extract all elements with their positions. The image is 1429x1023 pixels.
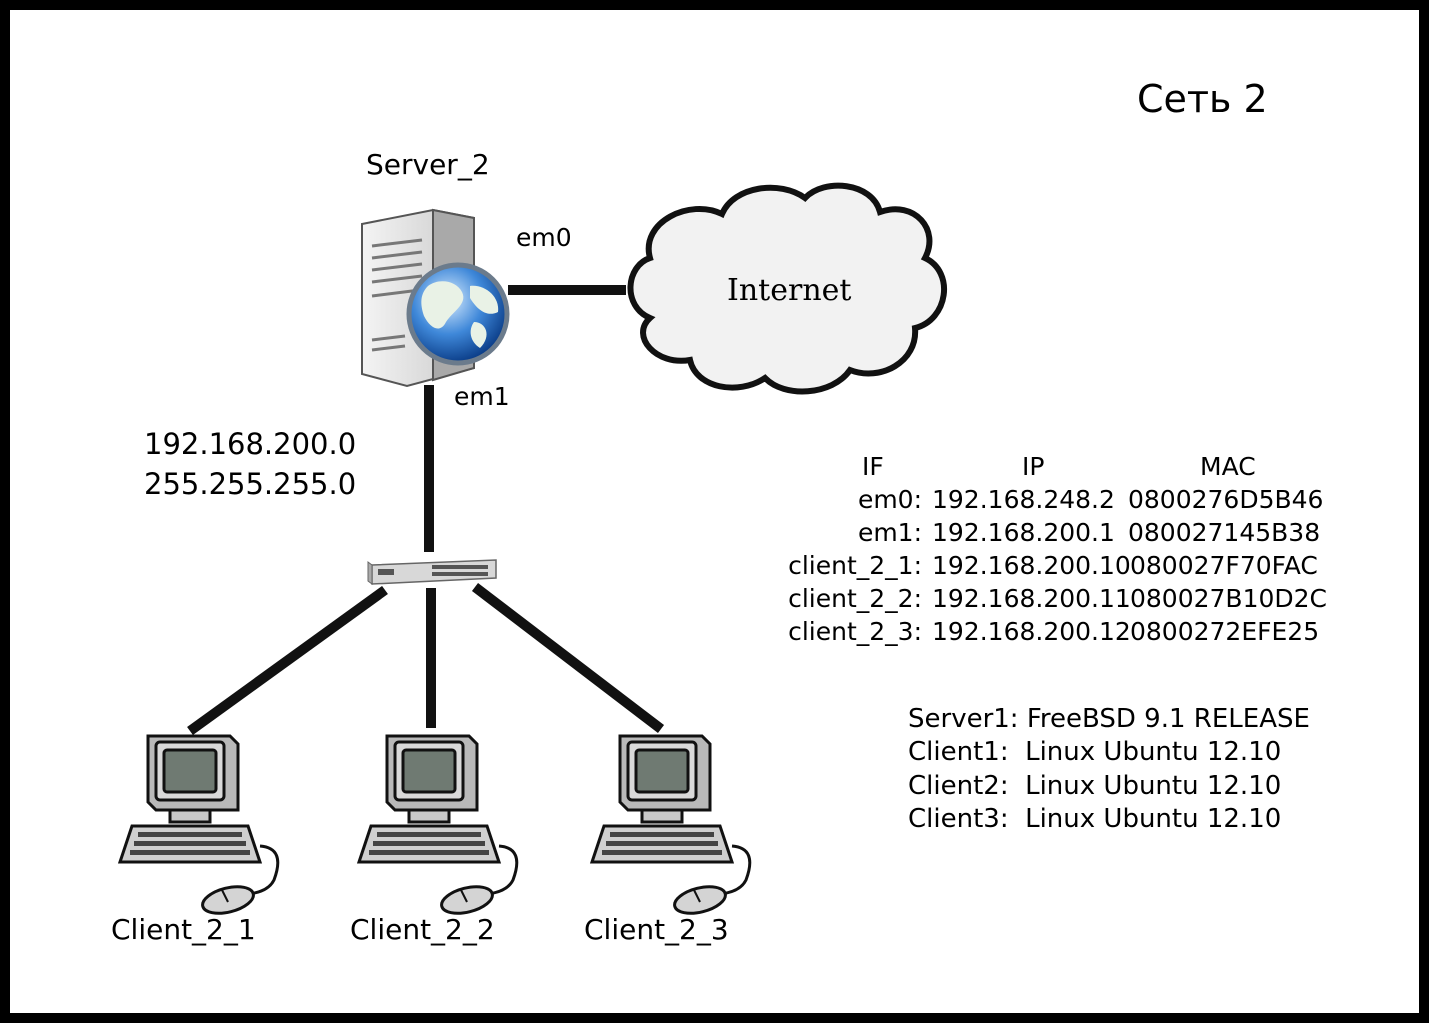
client-computer-icon-1: [118, 734, 280, 920]
address-table: IF IP MAC em0: 192.168.248.2 0800276D5B4…: [10, 450, 1419, 650]
os-list-item: Server1: FreeBSD 9.1 RELEASE: [908, 704, 1310, 734]
table-row-if: client_2_1:: [788, 551, 922, 580]
table-row-ip: 192.168.200.12: [932, 617, 1131, 646]
network-diagram: [118, 182, 948, 920]
client-name-2: Client_2_2: [350, 913, 495, 946]
client-name-3: Client_2_3: [584, 913, 729, 946]
globe-icon: [406, 262, 510, 366]
table-row-if: client_2_2:: [788, 584, 922, 613]
table-header-if: IF: [862, 452, 884, 481]
internet-label: Internet: [727, 273, 852, 308]
network-address: 192.168.200.0: [144, 427, 357, 461]
diagram-title: Сеть 2: [1137, 77, 1268, 121]
table-row-ip: 192.168.248.2: [932, 485, 1115, 514]
os-list-item: Client1: Linux Ubuntu 12.10: [908, 737, 1282, 768]
table-row-ip: 192.168.200.11: [932, 584, 1131, 613]
os-list: Server1: FreeBSD 9.1 RELEASE Client1: Li…: [908, 703, 1310, 836]
table-row-mac: 0800272EFE25: [1130, 617, 1320, 646]
table-header-mac: MAC: [1200, 452, 1256, 481]
network-mask: 255.255.255.0: [144, 467, 357, 501]
link-switch-client-1: [187, 585, 388, 736]
network-links: [187, 285, 665, 736]
table-row-mac: 080027B10D2C: [1130, 584, 1328, 613]
table-row-ip: 192.168.200.1: [932, 518, 1115, 547]
server-name: Server_2: [366, 148, 490, 181]
server-interface-wan: em0: [516, 223, 572, 252]
table-row-mac: 0800276D5B46: [1128, 485, 1324, 514]
client-name-1: Client_2_1: [111, 913, 256, 946]
client-computer-icon-2: [357, 734, 519, 920]
switch-icon: [367, 559, 497, 585]
client-computer-icon-3: [590, 734, 752, 920]
table-row-if: client_2_3:: [788, 617, 922, 646]
os-list-item: Client3: Linux Ubuntu 12.10: [908, 803, 1282, 834]
table-row-if: em0:: [857, 485, 922, 514]
link-switch-client-3: [471, 583, 665, 733]
diagram-frame: Сеть 2 Server_2 em0 em1 Internet 192.168…: [10, 10, 1419, 1013]
table-header-ip: IP: [1022, 452, 1045, 481]
table-row-mac: 080027145B38: [1128, 518, 1321, 547]
table-row-if: em1:: [857, 518, 922, 547]
internet-cloud: [627, 182, 948, 395]
os-list-item: Client2: Linux Ubuntu 12.10: [908, 770, 1282, 801]
server-interface-lan: em1: [454, 382, 510, 411]
table-row-ip: 192.168.200.10: [932, 551, 1131, 580]
table-row-mac: 080027F70FAC: [1130, 551, 1318, 580]
